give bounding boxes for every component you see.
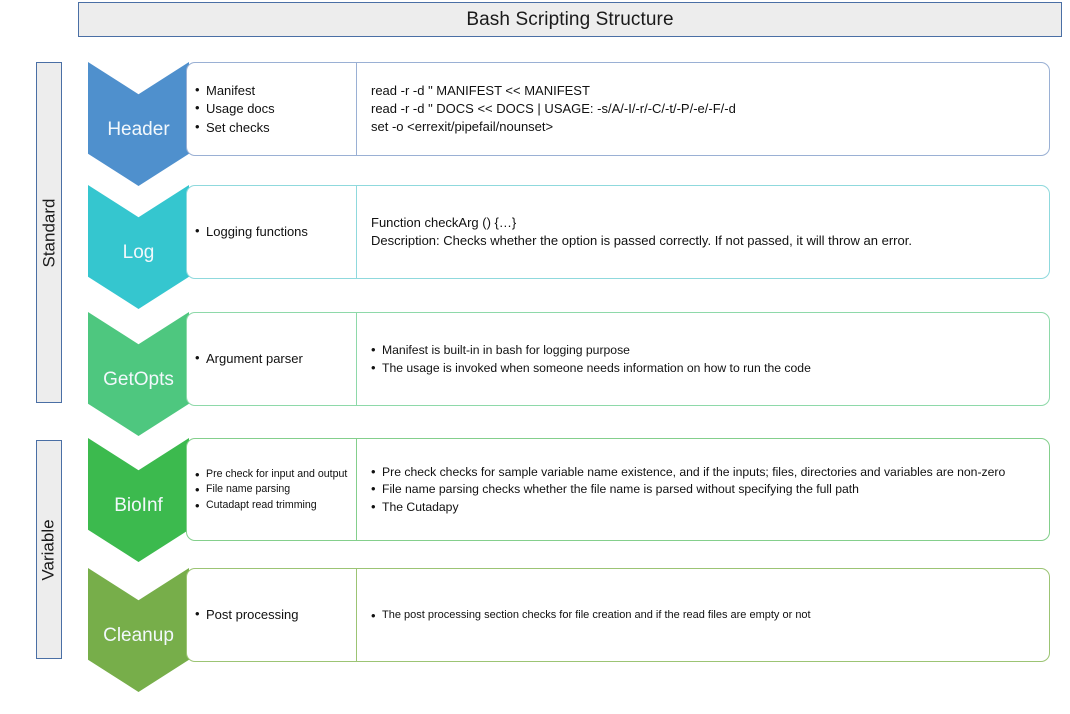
group-label-variable-text: Variable	[39, 518, 58, 581]
list-item: Pre check checks for sample variable nam…	[371, 463, 1039, 481]
stage-chevron-header: Header	[88, 62, 189, 186]
stage-card-getopts-left: Argument parser	[187, 313, 357, 405]
code-line: read -r -d " MANIFEST << MANIFEST	[371, 82, 590, 98]
list-item: Manifest	[195, 81, 350, 100]
code-line: read -r -d " DOCS << DOCS | USAGE: -s/A/…	[371, 100, 736, 116]
list-item: Post processing	[195, 605, 350, 624]
stage-chevron-log: Log	[88, 185, 189, 309]
stage-card-getopts: Argument parser Manifest is built-in in …	[186, 312, 1050, 406]
list-item: Pre check for input and output	[195, 466, 350, 484]
list-item: The usage is invoked when someone needs …	[371, 358, 1039, 376]
stage-card-bioinf-left: Pre check for input and output File name…	[187, 439, 357, 540]
stage-card-cleanup-left: Post processing	[187, 569, 357, 661]
stage-card-header: Manifest Usage docs Set checks read -r -…	[186, 62, 1050, 156]
stage-card-cleanup: Post processing The post processing sect…	[186, 568, 1050, 662]
list-item: The post processing section checks for f…	[371, 607, 1039, 624]
stage-card-cleanup-right: The post processing section checks for f…	[357, 569, 1049, 661]
stage-card-log-right: Function checkArg () {…} Description: Ch…	[357, 186, 1049, 278]
stage-card-getopts-right: Manifest is built-in in bash for logging…	[357, 313, 1049, 405]
stage-card-header-right: read -r -d " MANIFEST << MANIFEST read -…	[357, 63, 1049, 155]
list-item: Set checks	[195, 118, 350, 137]
list-item: Manifest is built-in in bash for logging…	[371, 341, 1039, 359]
stage-chevron-cleanup-label: Cleanup	[103, 625, 174, 646]
group-label-standard-text: Standard	[39, 198, 58, 267]
stage-card-header-left: Manifest Usage docs Set checks	[187, 63, 357, 155]
stage-chevron-bioinf: BioInf	[88, 438, 189, 562]
list-item: File name parsing checks whether the fil…	[371, 480, 1039, 498]
diagram-title-banner: Bash Scripting Structure	[78, 2, 1062, 37]
description-line: Function checkArg () {…}	[371, 214, 517, 230]
stage-card-log: Logging functions Function checkArg () {…	[186, 185, 1050, 279]
stage-chevron-bioinf-label: BioInf	[114, 495, 163, 516]
stage-chevron-log-label: Log	[122, 242, 155, 263]
group-label-variable: Variable	[36, 440, 62, 659]
list-item: Usage docs	[195, 99, 350, 118]
list-item: Cutadapt read trimming	[195, 497, 350, 515]
list-item: Logging functions	[195, 222, 350, 241]
stage-card-log-left: Logging functions	[187, 186, 357, 278]
stage-chevron-cleanup: Cleanup	[88, 568, 189, 692]
group-label-standard: Standard	[36, 62, 62, 403]
list-item: File name parsing	[195, 481, 350, 499]
description-line: Description: Checks whether the option i…	[371, 233, 912, 248]
list-item: Argument parser	[195, 349, 350, 368]
page-title: Bash Scripting Structure	[466, 8, 674, 30]
stage-chevron-header-label: Header	[107, 119, 170, 140]
stage-chevron-getopts-label: GetOpts	[103, 369, 174, 390]
code-line: set -o <errexit/pipefail/nounset>	[371, 119, 554, 135]
list-item: The Cutadapy	[371, 498, 1039, 516]
stage-card-bioinf: Pre check for input and output File name…	[186, 438, 1050, 541]
stage-card-bioinf-right: Pre check checks for sample variable nam…	[357, 439, 1049, 540]
stage-chevron-getopts: GetOpts	[88, 312, 189, 436]
